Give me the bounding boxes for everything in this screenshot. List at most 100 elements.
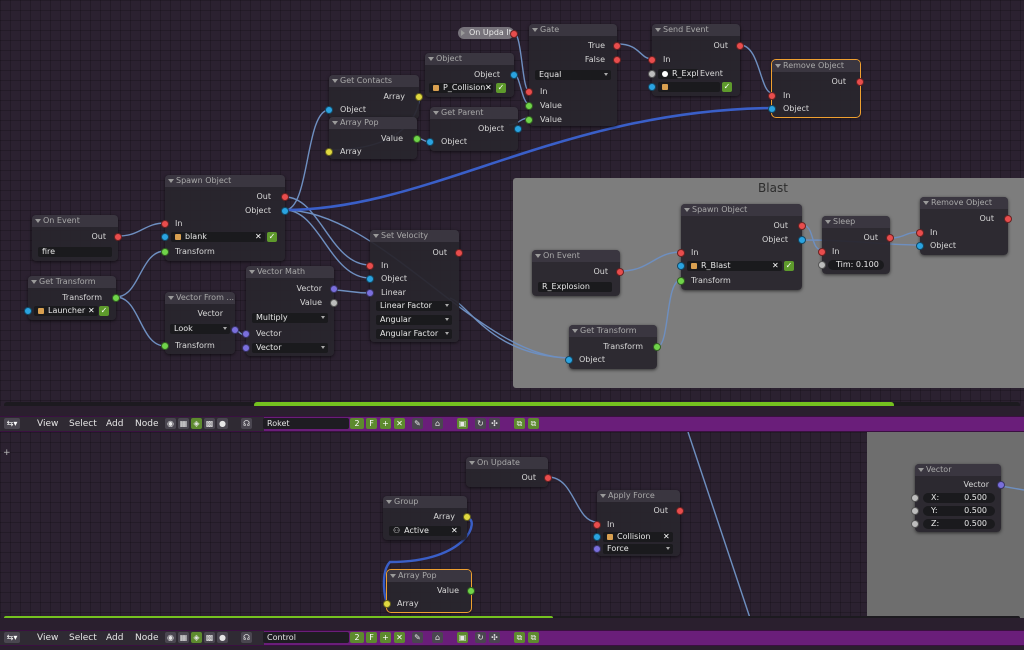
socket-in[interactable] (768, 92, 776, 100)
socket-transform[interactable] (653, 343, 661, 351)
shader-icon[interactable]: ◉ (165, 418, 176, 429)
socket-out[interactable] (616, 268, 624, 276)
node-tree-icon[interactable]: ☊ (241, 418, 252, 429)
socket-value-1[interactable] (525, 102, 533, 110)
menu-node[interactable]: Node (135, 419, 159, 429)
z-field[interactable]: Z:0.500 (923, 519, 995, 529)
socket-in[interactable] (525, 88, 533, 96)
socket-array[interactable] (463, 513, 471, 521)
node-on-event[interactable]: On Event Out fire (32, 215, 122, 261)
socket-vector-out[interactable] (330, 285, 338, 293)
socket-out[interactable] (1004, 215, 1012, 223)
backdrop-icon[interactable]: ▣ (457, 418, 468, 429)
copy-icon[interactable]: ⧉ (514, 632, 525, 643)
scrollbar-thumb[interactable] (254, 402, 894, 406)
node-blast-on-event[interactable]: On Event Out R_Explosion (532, 250, 624, 296)
node-gate[interactable]: Gate True False Equal In Value Value (525, 24, 621, 126)
socket-object-out[interactable] (514, 125, 522, 133)
snap-icon[interactable]: ↻ (475, 632, 486, 643)
node-vector-from[interactable]: Vector From ... Vector Look Transform (161, 292, 239, 354)
menu-add[interactable]: Add (106, 633, 124, 643)
angular-field[interactable]: Angular (376, 315, 452, 325)
condition-dropdown[interactable]: Equal (535, 70, 611, 80)
pin-icon[interactable]: ✎ (412, 418, 423, 429)
menu-view[interactable]: View (37, 633, 59, 643)
object-field[interactable]: R_Blast (687, 261, 782, 271)
socket-vector[interactable] (231, 326, 239, 334)
socket-z[interactable] (911, 520, 919, 528)
checkmark-icon[interactable]: ✓ (496, 83, 506, 93)
event-name-field[interactable]: fire (38, 247, 112, 257)
socket-y[interactable] (911, 507, 919, 515)
fake-user-button[interactable]: F (366, 418, 377, 429)
add-icon[interactable]: + (380, 418, 391, 429)
close-icon[interactable]: ✕ (485, 83, 492, 92)
node-tree-icon[interactable]: ☊ (241, 632, 252, 643)
socket-out[interactable] (510, 30, 518, 38)
close-icon[interactable]: ✕ (663, 532, 670, 541)
magnet-icon[interactable]: ✣ (489, 632, 500, 643)
node-spawn-object[interactable]: Spawn Object Out Object In blank ✕ ✓ Tra… (161, 175, 289, 261)
compositing-icon[interactable]: ▩ (204, 632, 215, 643)
socket-in[interactable] (648, 56, 656, 64)
node-get-parent[interactable]: Get Parent Object Object (426, 107, 522, 151)
socket-vector[interactable] (997, 481, 1005, 489)
node-get-transform[interactable]: Get Transform Transform Launcher ✕ ✓ (24, 276, 120, 320)
menu-view[interactable]: View (37, 419, 59, 429)
socket-object[interactable] (565, 356, 573, 364)
object-field[interactable]: P_Collision (429, 83, 493, 93)
object-field[interactable] (658, 82, 720, 92)
parent-icon[interactable]: ⌂ (432, 418, 443, 429)
node-vector-math[interactable]: Vector Math Vector Value Multiply Vector… (242, 266, 338, 356)
socket-in[interactable] (161, 220, 169, 228)
socket-in[interactable] (916, 229, 924, 237)
snap-icon[interactable]: ↻ (475, 418, 486, 429)
socket-value[interactable] (467, 587, 475, 595)
compositing-icon[interactable]: ▩ (204, 418, 215, 429)
socket-vector-in-1[interactable] (242, 330, 250, 338)
menu-node[interactable]: Node (135, 633, 159, 643)
socket-in[interactable] (677, 249, 685, 257)
socket-out[interactable] (798, 222, 806, 230)
node-on-update[interactable]: On Upda It (458, 27, 514, 41)
paste-icon[interactable]: ⧉ (528, 418, 539, 429)
close-icon[interactable]: ✕ (255, 232, 262, 241)
node-on-update[interactable]: On Update Out (466, 457, 552, 487)
socket-out[interactable] (281, 193, 289, 201)
socket-object-in[interactable] (426, 138, 434, 146)
socket-value[interactable] (330, 299, 338, 307)
vector-in-2-dropdown[interactable]: Vector (252, 343, 328, 353)
socket-object[interactable] (24, 307, 32, 315)
linear-factor-field[interactable]: Linear Factor (376, 301, 452, 311)
menu-select[interactable]: Select (69, 633, 97, 643)
texture-icon[interactable]: ▦ (178, 632, 189, 643)
node-array-pop[interactable]: Array Pop Value Array (325, 117, 421, 159)
editor-type-icon[interactable]: ⇆▾ (4, 632, 20, 643)
close-icon[interactable]: ✕ (394, 632, 405, 643)
object-field[interactable]: Launcher (34, 306, 98, 316)
parent-icon[interactable]: ⌂ (432, 632, 443, 643)
direction-dropdown[interactable]: Look (170, 324, 230, 334)
socket-object-in[interactable] (677, 262, 685, 270)
node-group[interactable]: Group Array ⚇Active ✕ (383, 496, 471, 540)
socket-array[interactable] (415, 93, 423, 101)
socket-out[interactable] (544, 474, 552, 482)
socket-object[interactable] (366, 275, 374, 283)
object-field[interactable]: blank (171, 232, 265, 242)
time-field[interactable]: Tim: 0.100 (828, 260, 884, 270)
socket-in[interactable] (818, 248, 826, 256)
socket-object-out[interactable] (510, 71, 518, 79)
angular-factor-field[interactable]: Angular Factor (376, 329, 452, 339)
socket-out[interactable] (455, 249, 463, 257)
node-vector[interactable]: Vector Vector X:0.500 Y:0.500 Z:0.500 (911, 464, 1005, 532)
shader-icon[interactable]: ◉ (165, 632, 176, 643)
socket-in[interactable] (366, 262, 374, 270)
node-editor-bottom[interactable]: On Update Out Apply Force Out In Collisi… (0, 432, 1024, 618)
socket-event[interactable] (648, 70, 656, 78)
node-blast-sleep[interactable]: Sleep Out In Tim: 0.100 (818, 216, 894, 274)
texture-icon[interactable]: ▦ (178, 418, 189, 429)
close-icon[interactable]: ✕ (394, 418, 405, 429)
node-blast-get-transform[interactable]: Get Transform Transform Object (565, 325, 661, 369)
socket-value[interactable] (413, 135, 421, 143)
editor-type-icon[interactable]: ⇆▾ (4, 418, 20, 429)
